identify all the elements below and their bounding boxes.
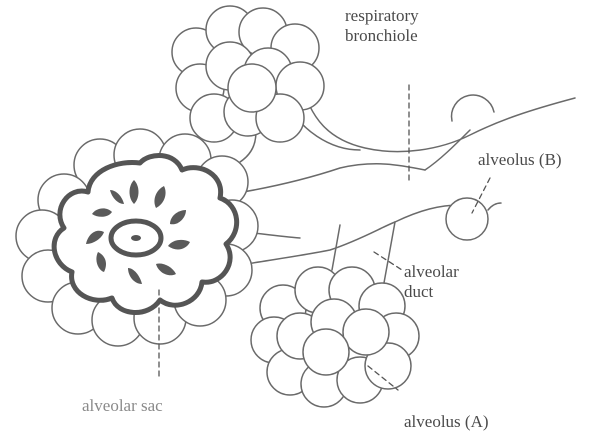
label-respiratory-bronchiole-line1: respiratory — [345, 6, 419, 26]
label-respiratory-bronchiole: respiratory bronchiole — [345, 6, 419, 46]
label-alveolar-duct-line2: duct — [404, 282, 459, 302]
label-respiratory-bronchiole-line2: bronchiole — [345, 26, 419, 46]
label-alveolar-sac: alveolar sac — [82, 396, 163, 416]
top-alveolar-cluster — [172, 6, 324, 142]
label-alveolus-a: alveolus (A) — [404, 412, 489, 432]
bottom-alveolar-cluster — [251, 267, 419, 407]
label-alveolus-b: alveolus (B) — [478, 150, 562, 170]
sac-center-dot — [131, 235, 141, 241]
label-alveolar-duct: alveolar duct — [404, 262, 459, 302]
label-alveolar-duct-line1: alveolar — [404, 262, 459, 282]
